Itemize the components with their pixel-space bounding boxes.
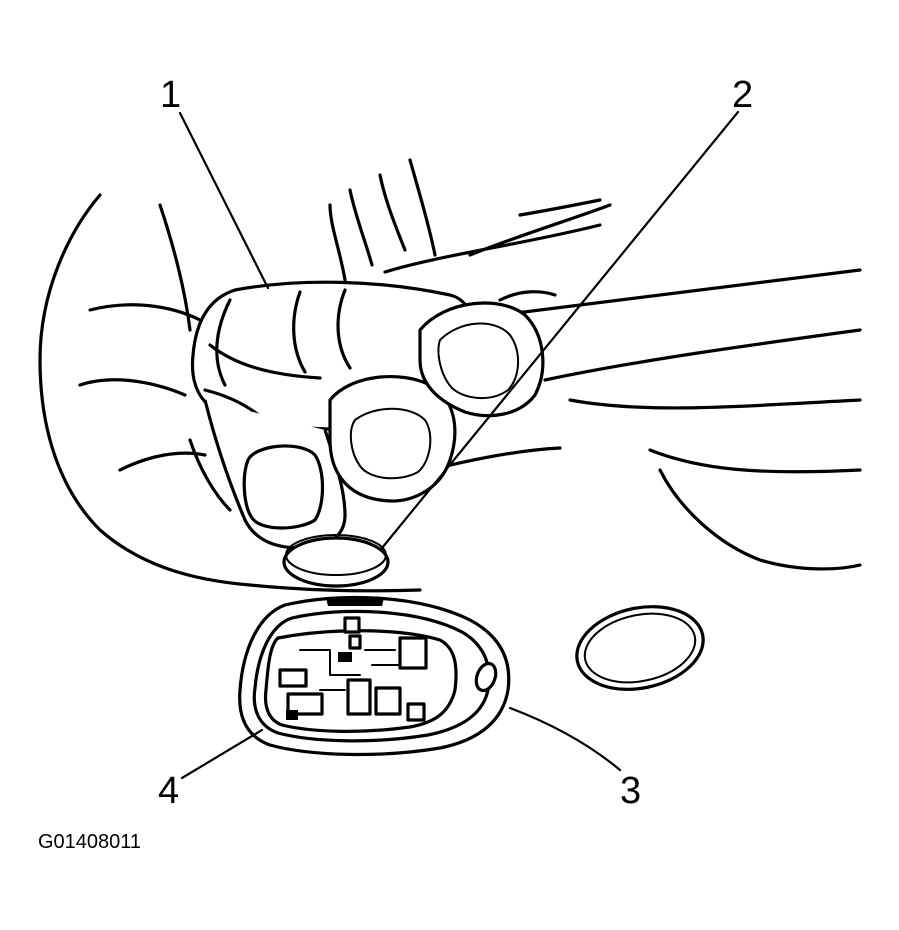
callout-leaders [178,110,740,780]
circuit-board [263,596,458,733]
callout-3: 3 [620,770,642,812]
hand-illustration [38,158,862,593]
leader-1 [178,111,270,290]
housing-seal-ring [575,605,705,691]
callout-2: 2 [732,74,754,116]
leader-4 [180,728,264,780]
callout-1: 1 [160,74,182,116]
leader-2 [380,110,740,550]
battery-coin-cell [282,534,390,588]
figure-id: G01408011 [38,831,142,853]
leader-3 [508,706,622,772]
callout-4: 4 [158,770,180,812]
